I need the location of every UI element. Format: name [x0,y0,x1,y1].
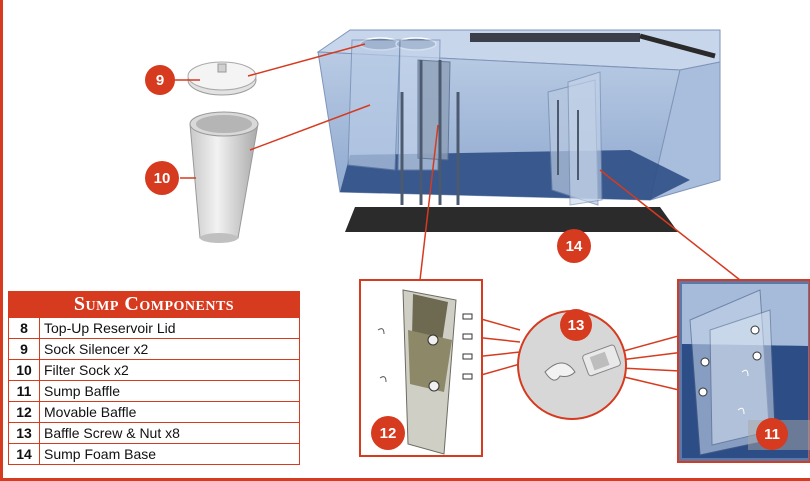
sock-silencer [187,61,257,96]
callout-9: 9 [145,65,175,95]
item-label: Top-Up Reservoir Lid [39,317,300,339]
callout-12: 12 [371,416,405,450]
svg-text:12: 12 [380,425,397,442]
components-title: Sump Components [8,291,300,317]
svg-text:10: 10 [154,170,171,187]
item-number: 11 [8,380,40,402]
item-number: 13 [8,422,40,444]
callout-13: 13 [560,309,592,341]
inset-movable-baffle [359,279,483,457]
callout-leader-lines [170,43,741,396]
svg-text:13: 13 [568,317,585,334]
callout-10: 10 [145,161,179,195]
item-number: 8 [8,317,40,339]
filter-sock [189,111,259,243]
item-number: 10 [8,359,40,381]
item-number: 14 [8,443,40,465]
item-label: Sock Silencer x2 [39,338,300,360]
callout-14: 14 [557,229,591,263]
item-label: Sump Baffle [39,380,300,402]
sump-tank [316,29,721,206]
item-number: 12 [8,401,40,423]
item-label: Sump Foam Base [39,443,300,465]
foam-base [345,207,678,232]
svg-text:14: 14 [566,238,583,255]
svg-text:11: 11 [764,426,780,443]
inset-screw-nut [517,310,627,420]
inset-sump-baffle [677,279,810,463]
item-number: 9 [8,338,40,360]
item-label: Movable Baffle [39,401,300,423]
item-label: Filter Sock x2 [39,359,300,381]
item-label: Baffle Screw & Nut x8 [39,422,300,444]
callout-11: 11 [756,418,788,450]
svg-text:9: 9 [156,72,164,89]
